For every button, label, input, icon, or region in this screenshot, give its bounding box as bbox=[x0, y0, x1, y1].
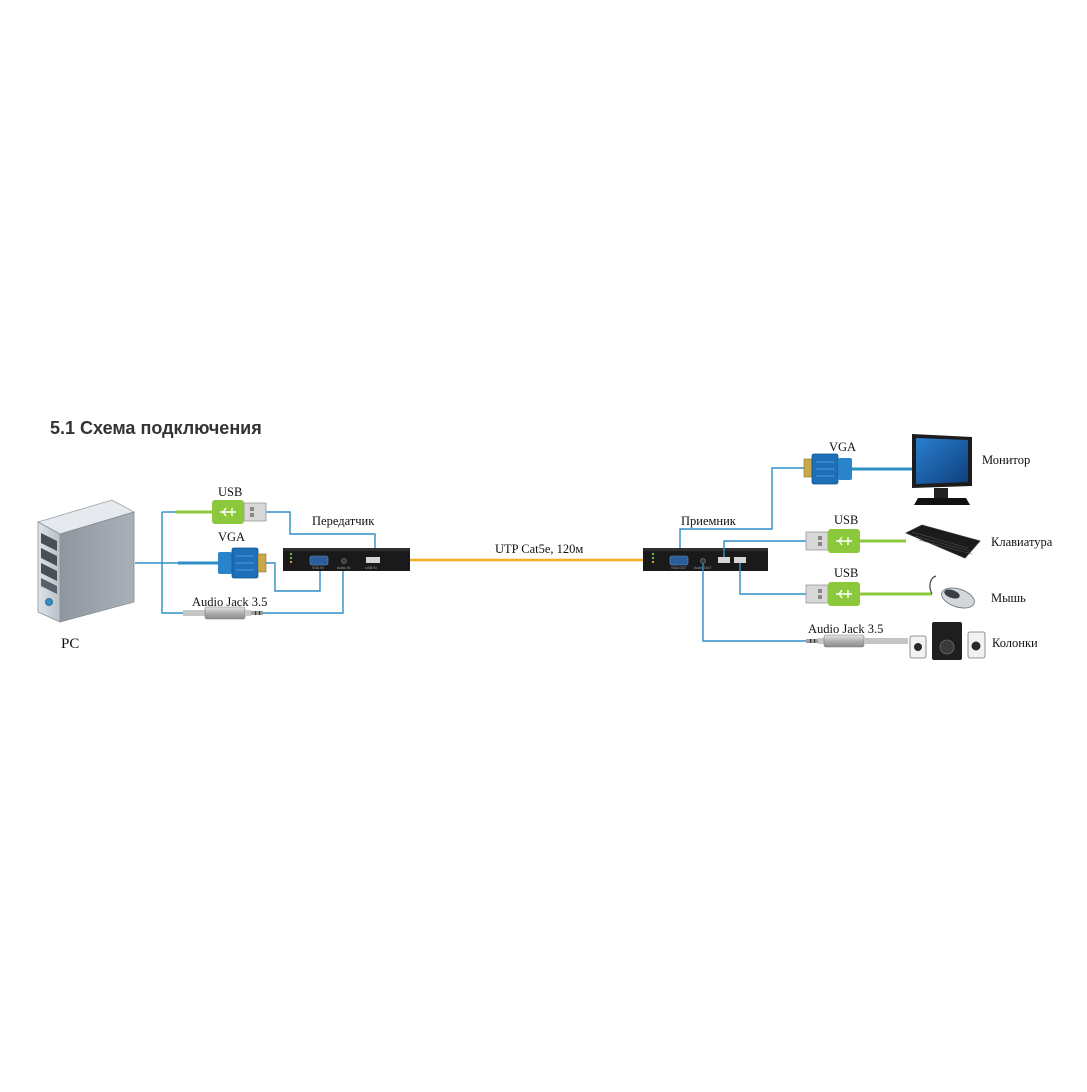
receiver-label: Приемник bbox=[681, 514, 737, 528]
vga-connector-icon bbox=[803, 453, 912, 485]
mouse-label: Мышь bbox=[991, 591, 1026, 605]
svg-text:USB IN: USB IN bbox=[365, 566, 377, 570]
pc-label: PC bbox=[61, 636, 79, 652]
speakers-label: Колонки bbox=[992, 636, 1038, 650]
audio-label-rx: Audio Jack 3.5 bbox=[808, 622, 883, 636]
usb-label-rx1: USB bbox=[834, 513, 858, 527]
audio-jack-icon bbox=[806, 634, 908, 648]
mouse-icon bbox=[929, 575, 975, 609]
usb-label-rx2: USB bbox=[834, 566, 858, 580]
audio-jack-icon bbox=[183, 606, 263, 620]
keyboard-label: Клавиатура bbox=[991, 535, 1053, 549]
receiver-wiring bbox=[679, 467, 806, 642]
pc-tower-icon bbox=[36, 499, 136, 623]
pc-wiring bbox=[135, 511, 376, 614]
page-title: 5.1 Схема подключения bbox=[50, 418, 262, 438]
usb-connector-icon bbox=[176, 500, 267, 524]
speakers-icon bbox=[909, 622, 986, 660]
vga-connector-icon bbox=[178, 547, 267, 579]
keyboard-icon bbox=[905, 524, 981, 559]
transmitter-device: VGA IN Audio IN USB IN bbox=[283, 548, 410, 571]
usb-connector-icon bbox=[805, 582, 932, 606]
svg-text:Audio IN: Audio IN bbox=[337, 566, 351, 570]
usb-connector-icon bbox=[805, 529, 906, 553]
vga-label-rx: VGA bbox=[829, 440, 856, 454]
transmitter-label: Передатчик bbox=[312, 514, 375, 528]
usb-label-tx: USB bbox=[218, 485, 242, 499]
audio-label-tx: Audio Jack 3.5 bbox=[192, 595, 267, 609]
cable-label: UTP Cat5e, 120м bbox=[495, 542, 583, 556]
svg-text:VGA OUT: VGA OUT bbox=[671, 566, 687, 570]
monitor-label: Монитор bbox=[982, 453, 1030, 467]
vga-label-tx: VGA bbox=[218, 530, 245, 544]
monitor-icon bbox=[912, 434, 972, 505]
svg-text:VGA IN: VGA IN bbox=[312, 566, 324, 570]
receiver-device: VGA OUT Audio OUT bbox=[643, 548, 768, 571]
